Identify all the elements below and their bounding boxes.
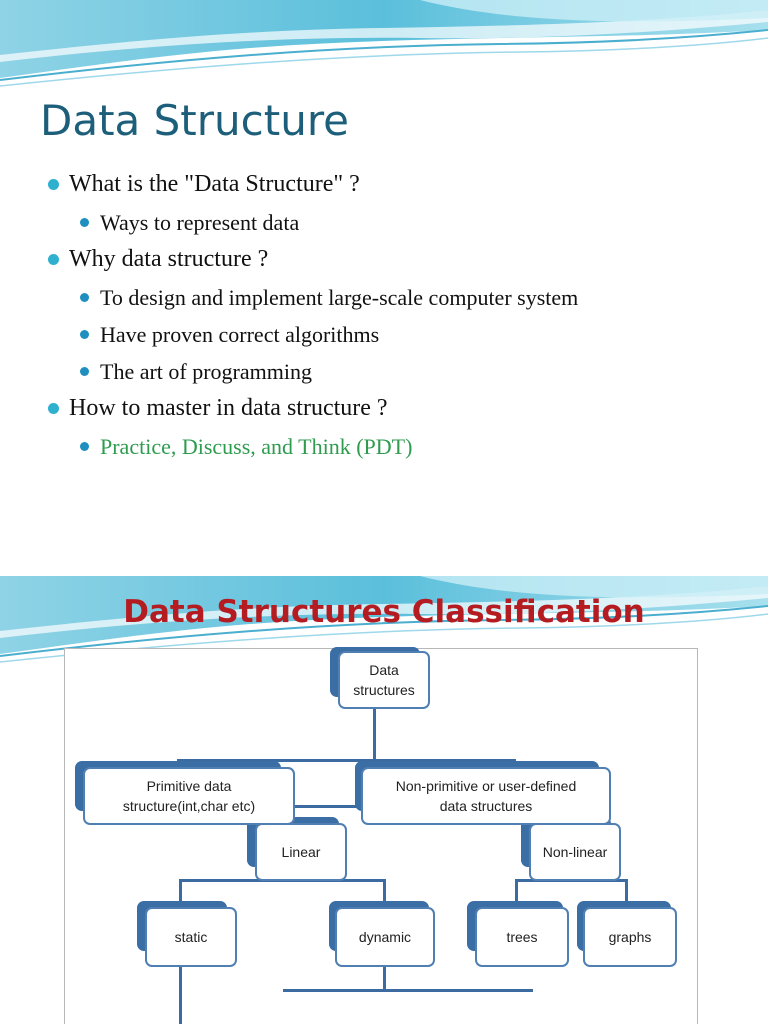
bullet-level1: How to master in data structure ? xyxy=(0,390,768,428)
bullet-level2: Have proven correct algorithms xyxy=(0,316,768,353)
bullet-text: How to master in data structure ? xyxy=(69,395,388,421)
bullet-level2-highlight: Practice, Discuss, and Think (PDT) xyxy=(0,428,768,465)
connector xyxy=(383,879,386,907)
node-non-linear: Non-linear xyxy=(529,823,621,881)
bullet-level1: What is the "Data Structure" ? xyxy=(0,166,768,204)
slide-title: Data Structures Classification xyxy=(123,594,645,630)
bullet-text: Practice, Discuss, and Think (PDT) xyxy=(100,434,413,459)
header-wave-decoration xyxy=(0,0,768,87)
bullet-text: Ways to represent data xyxy=(100,210,300,235)
connector xyxy=(179,879,182,907)
bullet-dot-icon xyxy=(48,403,59,414)
bullet-dot-icon xyxy=(80,367,89,376)
node-static: static xyxy=(145,907,237,967)
slide-1: Data Structure What is the "Data Structu… xyxy=(0,0,768,465)
node-non-primitive: Non-primitive or user-defined data struc… xyxy=(361,767,611,825)
connector xyxy=(383,961,386,991)
slide-2: Data Structures Classification Data xyxy=(0,576,768,1024)
classification-diagram: Data structures Primitive data structure… xyxy=(64,647,698,1024)
connector xyxy=(177,759,515,762)
node-linear: Linear xyxy=(255,823,347,881)
connector xyxy=(515,879,518,907)
bullet-dot-icon xyxy=(80,330,89,339)
bullet-level2: To design and implement large-scale comp… xyxy=(0,279,768,316)
bullet-dot-icon xyxy=(48,179,59,190)
bullet-list: What is the "Data Structure" ? Ways to r… xyxy=(0,166,768,465)
bullet-dot-icon xyxy=(48,254,59,265)
node-data-structures: Data structures xyxy=(338,651,430,709)
bullet-dot-icon xyxy=(80,218,89,227)
connector xyxy=(373,708,376,760)
bullet-text: Why data structure ? xyxy=(69,246,269,272)
connector xyxy=(283,989,533,992)
bullet-text: What is the "Data Structure" ? xyxy=(69,171,360,197)
node-trees: trees xyxy=(475,907,569,967)
bullet-text: To design and implement large-scale comp… xyxy=(100,285,579,310)
bullet-level2: Ways to represent data xyxy=(0,204,768,241)
node-graphs: graphs xyxy=(583,907,677,967)
bullet-level1: Why data structure ? xyxy=(0,241,768,279)
node-dynamic: dynamic xyxy=(335,907,435,967)
connector xyxy=(625,879,628,907)
node-primitive: Primitive data structure(int,char etc) xyxy=(83,767,295,825)
bullet-level2: The art of programming xyxy=(0,353,768,390)
bullet-text: Have proven correct algorithms xyxy=(100,322,380,347)
bullet-dot-icon xyxy=(80,293,89,302)
slide-title: Data Structure xyxy=(40,96,350,145)
connector xyxy=(179,961,182,1024)
bullet-text: The art of programming xyxy=(100,359,312,384)
bullet-dot-icon xyxy=(80,442,89,451)
header-wave-decoration xyxy=(0,576,768,663)
